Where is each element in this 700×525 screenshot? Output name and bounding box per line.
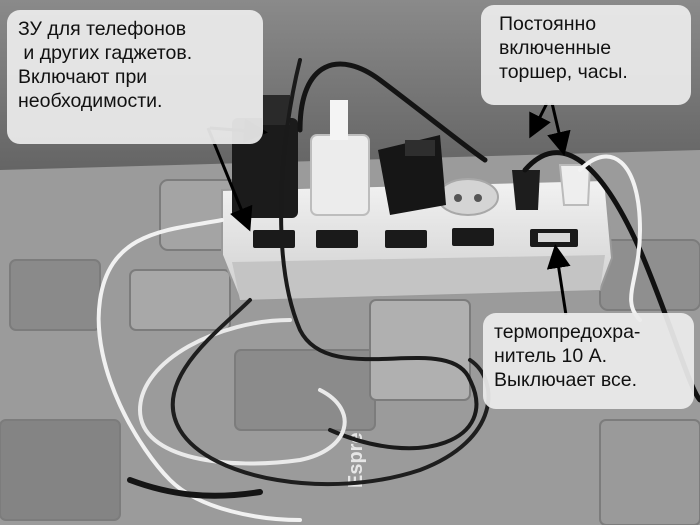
callout-line: Выключает все. [494, 369, 638, 391]
charger-black-2 [378, 135, 446, 215]
callout-chargers: ЗУ для телефонов и других гаджетов. Вклю… [7, 10, 263, 144]
arrow-to-white-plug [547, 102, 571, 156]
callout-line: включенные [499, 37, 612, 59]
arrow-to-charger-left [206, 127, 253, 232]
callout-always-on: Постоянно включенные торшер, часы. [481, 5, 691, 105]
callout-thermal-fuse: термопредохра- нитель 10 А. Выключает вс… [483, 313, 694, 409]
callout-line: Постоянно [499, 13, 597, 35]
tablecloth-text: Espre [345, 432, 367, 488]
arrow-to-fuse-switch [546, 244, 571, 316]
callout-line: Включают при [18, 66, 148, 88]
arrow-to-black-plug [529, 102, 551, 139]
callout-line: ЗУ для телефонов [18, 18, 187, 40]
white-plug [558, 164, 592, 206]
callout-line: термопредохра- [494, 321, 641, 343]
callout-line: нитель 10 А. [494, 345, 608, 367]
black-plug [512, 170, 540, 210]
callout-line: торшер, часы. [499, 61, 628, 83]
callout-line: и других гаджетов. [18, 42, 193, 64]
callout-line: необходимости. [18, 90, 163, 112]
charger-white [310, 100, 370, 216]
empty-socket [437, 178, 499, 216]
tablecloth-pattern [0, 179, 700, 525]
switches [253, 228, 578, 248]
